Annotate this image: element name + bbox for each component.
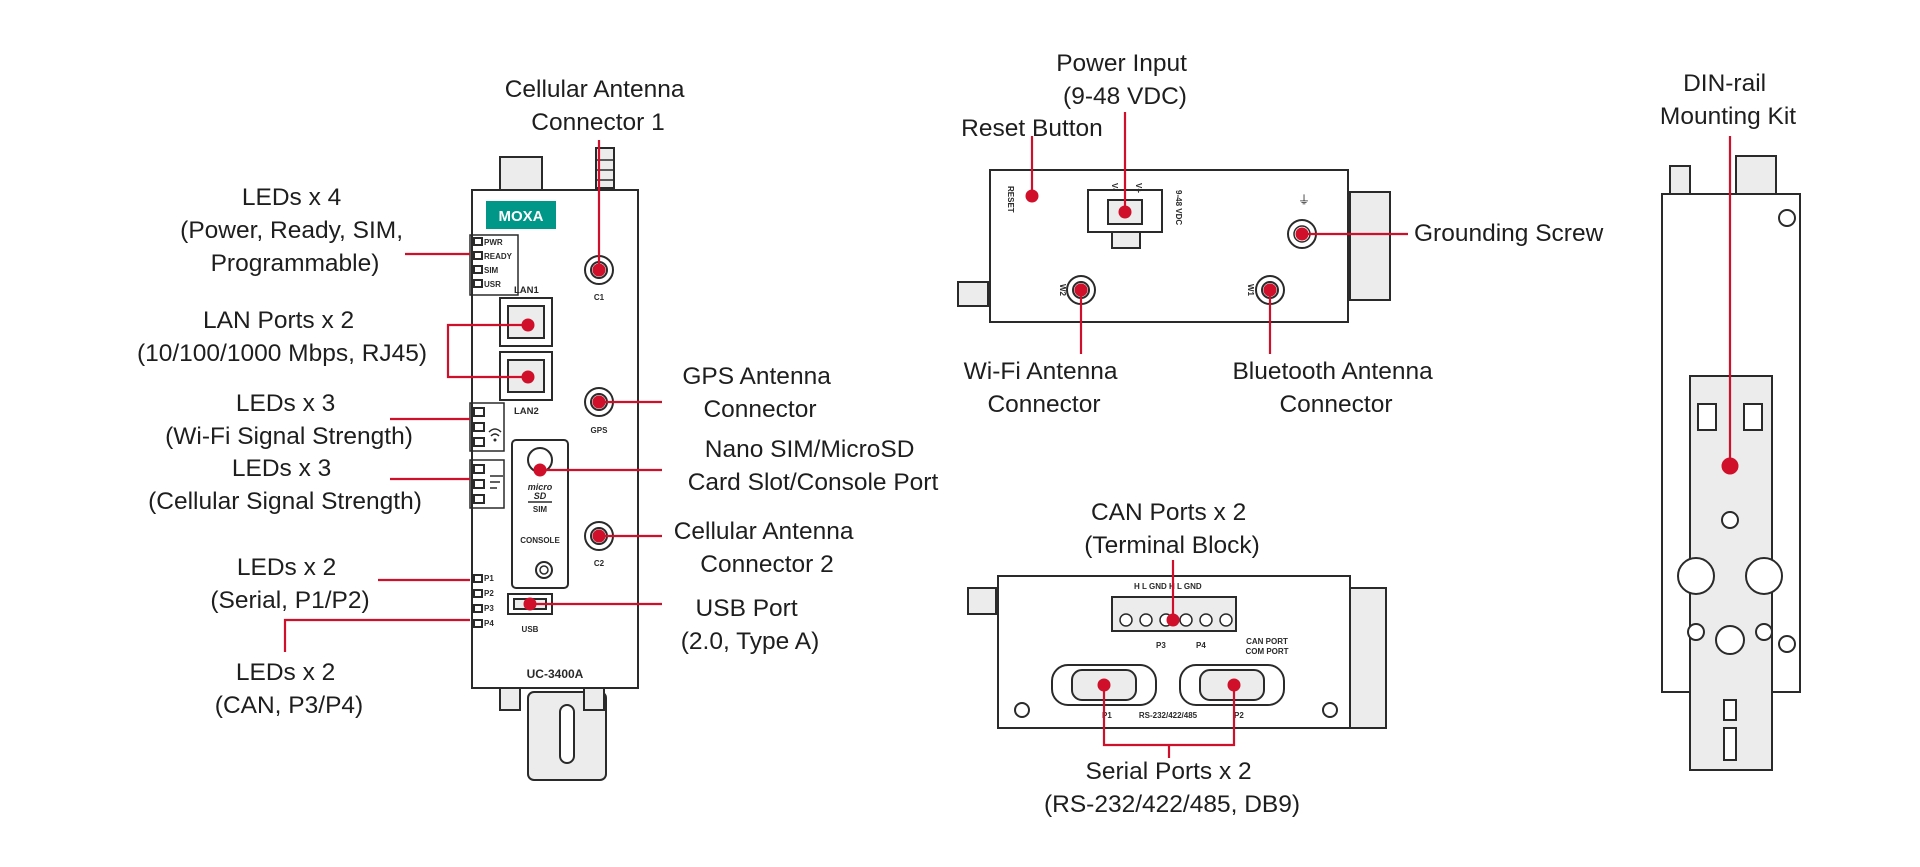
- reset-label: RESET: [1006, 186, 1015, 213]
- lan-ports: LAN1 LAN2: [499, 285, 553, 417]
- c1-label: C1: [594, 293, 605, 302]
- gps-label: GPS: [591, 426, 609, 435]
- callout-gps-antenna: GPS Antenna Connector: [682, 363, 837, 423]
- can-p3-label: P3: [1156, 641, 1166, 650]
- can-pin-labels: H L GND H L GND: [1134, 582, 1202, 591]
- cellular-signal-icon: [490, 475, 503, 489]
- led-p3-label: P3: [484, 604, 494, 613]
- callout-leds-cellular: LEDs x 3 (Cellular Signal Strength): [148, 455, 422, 515]
- led-p2-label: P2: [484, 589, 494, 598]
- model-label: UC-3400A: [527, 667, 584, 681]
- lan2-label: LAN2: [514, 406, 539, 417]
- callout-wifi-antenna: Wi-Fi Antenna Connector: [964, 358, 1125, 418]
- led-p1-label: P1: [484, 574, 494, 583]
- c2-label: C2: [594, 559, 605, 568]
- callout-power-input: Power Input (9-48 VDC): [1056, 50, 1194, 110]
- callout-leds-wifi: LEDs x 3 (Wi-Fi Signal Strength): [165, 390, 413, 450]
- system-leds: PWR READY SIM USR: [469, 234, 519, 296]
- front-view: MOXA PWR READY SIM USR LAN1 LAN2: [469, 147, 639, 781]
- v-plus-label: V+: [1134, 183, 1143, 193]
- leader-lines: [283, 112, 1739, 758]
- led-pwr-label: PWR: [484, 238, 503, 247]
- callout-leds-can: LEDs x 2 (CAN, P3/P4): [215, 659, 363, 719]
- top-view: RESET V- V+ 9-48 VDC ⏚ W2 W1: [957, 169, 1391, 323]
- callouts: Cellular Antenna Connector 1 LEDs x 4 (P…: [137, 50, 1796, 818]
- serial-p2-label: P2: [1234, 711, 1244, 720]
- usb-label: USB: [522, 625, 539, 634]
- callout-cellular-antenna-1: Cellular Antenna Connector 1: [505, 76, 692, 136]
- moxa-logo: [486, 201, 556, 229]
- wifi-leds: [469, 402, 505, 452]
- cellular-leds: [469, 459, 505, 509]
- can-port-label: CAN PORT: [1246, 637, 1288, 646]
- callout-usb-port: USB Port (2.0, Type A): [681, 595, 819, 655]
- callout-lan-ports: LAN Ports x 2 (10/100/1000 Mbps, RJ45): [137, 307, 427, 367]
- serial-can-leds: P1 P2 P3 P4: [473, 574, 494, 628]
- led-usr-label: USR: [484, 280, 501, 289]
- vdc-label: 9-48 VDC: [1174, 190, 1183, 225]
- callout-serial-ports: Serial Ports x 2 (RS-232/422/485, DB9): [1044, 758, 1300, 818]
- v-minus-label: V-: [1110, 183, 1119, 191]
- serial-p1-label: P1: [1102, 711, 1112, 720]
- callout-bluetooth-antenna: Bluetooth Antenna Connector: [1232, 358, 1439, 418]
- can-p4-label: P4: [1196, 641, 1206, 650]
- led-sim-label: SIM: [484, 266, 499, 275]
- sim-console-panel: micro SD SIM CONSOLE: [511, 439, 569, 589]
- led-p4-label: P4: [484, 619, 494, 628]
- ground-symbol-icon: ⏚: [1298, 193, 1310, 207]
- callout-leds-system: LEDs x 4 (Power, Ready, SIM, Programmabl…: [180, 184, 410, 277]
- sd-label: SD: [534, 491, 547, 501]
- com-port-label: COM PORT: [1245, 647, 1288, 656]
- callout-cellular-antenna-2: Cellular Antenna Connector 2: [674, 518, 861, 578]
- console-label: CONSOLE: [520, 536, 560, 545]
- wifi-icon: [488, 428, 502, 437]
- callout-sim-slot: Nano SIM/MicroSD Card Slot/Console Port: [688, 436, 939, 496]
- lan1-label: LAN1: [514, 285, 540, 296]
- serial-std-label: RS-232/422/485: [1139, 711, 1198, 720]
- micro-label: micro: [528, 482, 553, 492]
- callout-grounding-screw: Grounding Screw: [1414, 220, 1604, 247]
- moxa-logo-text: MOXA: [499, 208, 544, 225]
- w2-label: W2: [1058, 284, 1067, 297]
- led-ready-label: READY: [484, 252, 513, 261]
- callout-can-ports: CAN Ports x 2 (Terminal Block): [1084, 499, 1260, 559]
- callout-leds-serial: LEDs x 2 (Serial, P1/P2): [210, 554, 369, 614]
- bottom-view: H L GND H L GND P3 P4 CAN PORT COM PORT …: [967, 575, 1387, 729]
- callout-din-rail: DIN-rail Mounting Kit: [1660, 70, 1796, 130]
- callout-reset-button: Reset Button: [961, 115, 1103, 142]
- w1-label: W1: [1246, 284, 1255, 297]
- sim-slot-label: SIM: [533, 505, 548, 514]
